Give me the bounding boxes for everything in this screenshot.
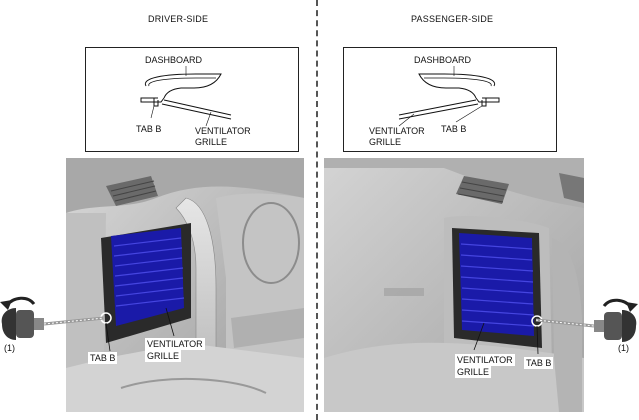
- passenger-photo-grille-label-1: VENTILATOR: [455, 354, 515, 366]
- driver-photo-grille-label-2: GRILLE: [145, 350, 182, 362]
- driver-cross-section-drawing: [140, 66, 232, 127]
- driver-grille-label-2: GRILLE: [195, 137, 228, 147]
- passenger-grille-label-2: GRILLE: [369, 137, 402, 147]
- driver-cross-section-inset: [85, 47, 299, 152]
- passenger-side-title: PASSENGER-SIDE: [411, 14, 494, 24]
- center-divider: [316, 0, 318, 420]
- driver-photo-tab-label: TAB B: [88, 352, 118, 364]
- driver-grille-label-1: VENTILATOR: [195, 126, 251, 136]
- passenger-screwdriver-tool: [535, 298, 638, 342]
- passenger-callout-number: (1): [618, 343, 629, 353]
- driver-photo-grille-label-1: VENTILATOR: [145, 338, 205, 350]
- passenger-dashboard-illustration: [324, 158, 584, 412]
- driver-callout-number: (1): [4, 343, 15, 353]
- driver-dashboard-illustration: [66, 158, 304, 412]
- driver-screwdriver-tool: [0, 296, 105, 340]
- passenger-cross-section-inset: [343, 47, 557, 152]
- driver-side-title: DRIVER-SIDE: [148, 14, 209, 24]
- driver-dashboard-label: DASHBOARD: [145, 55, 203, 65]
- passenger-cross-section-drawing: [398, 66, 500, 127]
- driver-tab-label: TAB B: [136, 124, 162, 134]
- passenger-grille-label-1: VENTILATOR: [369, 126, 425, 136]
- passenger-dashboard-label: DASHBOARD: [414, 55, 472, 65]
- passenger-photo-grille-label-2: GRILLE: [455, 366, 492, 378]
- passenger-photo-tab-label: TAB B: [524, 357, 554, 369]
- passenger-tab-label: TAB B: [441, 124, 467, 134]
